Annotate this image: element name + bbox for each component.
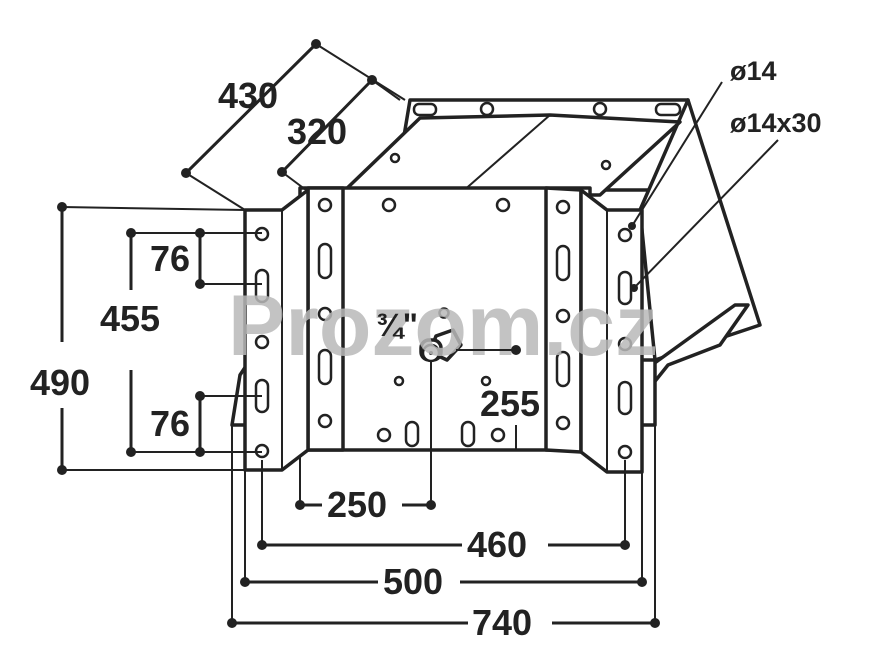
watermark: Prozom.cz: [228, 278, 658, 374]
dim-250: 250: [327, 484, 387, 525]
dim-500: 500: [383, 561, 443, 602]
dim-255: 255: [480, 383, 540, 424]
dim-455: 455: [100, 298, 160, 339]
dim-76-bottom: 76: [150, 403, 190, 444]
dimension-labels: 430 320 76 455 490 76 255 250 460 500 74…: [30, 75, 540, 643]
dim-740: 740: [472, 602, 532, 643]
dim-76-top: 76: [150, 238, 190, 279]
thread-size-label: ¾": [376, 307, 418, 343]
dim-430: 430: [218, 75, 278, 116]
dim-490: 490: [30, 362, 90, 403]
dimension-lines: [57, 39, 779, 628]
dim-460: 460: [467, 524, 527, 565]
round-hole-label: ø14: [730, 56, 777, 86]
middle-plate: [338, 113, 682, 197]
dim-320: 320: [287, 111, 347, 152]
right-inner-rail: [544, 186, 583, 454]
slot-hole-label: ø14x30: [730, 108, 822, 138]
